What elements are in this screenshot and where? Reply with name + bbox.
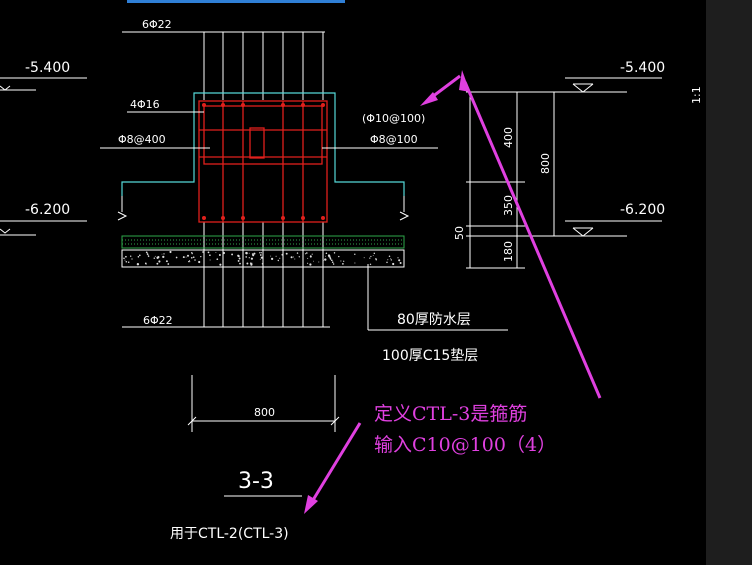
height-dimensions (466, 92, 555, 269)
section-caption: 用于CTL-2(CTL-3) (170, 526, 289, 542)
cushion-layer (121, 249, 405, 268)
top-rebar-label: 6Φ22 (142, 18, 172, 31)
side-rebar-label: 4Φ16 (130, 98, 160, 111)
dim-180: 180 (502, 241, 515, 262)
annotation-arrows (304, 70, 602, 514)
level-text: -6.200 (25, 202, 70, 218)
level-text: -5.400 (620, 60, 665, 76)
dim-400: 400 (502, 127, 515, 148)
level-mark-upper-left: -5.400 (0, 60, 87, 91)
dim-350: 350 (502, 195, 515, 216)
beam-outline (121, 92, 405, 196)
active-tab-indicator (127, 0, 345, 3)
stirrup-label: Φ8@100 (370, 133, 418, 146)
side-mark: 1:1 (690, 86, 703, 104)
rebar-cage (198, 100, 328, 223)
level-mark-lower-left: -6.200 (0, 202, 87, 236)
rebar-dots (202, 103, 325, 220)
level-mark-lower-right: -6.200 (466, 202, 665, 237)
annotation-line2: 输入C10@100（4） (374, 434, 556, 456)
level-text: -6.200 (620, 202, 665, 218)
side-panel (706, 0, 752, 565)
dim-50: 50 (453, 226, 466, 240)
waterproof-label: 80厚防水层 (397, 312, 471, 328)
width-dimension: 800 (187, 375, 340, 432)
tie-label: Φ8@400 (118, 133, 166, 146)
dim-800-total: 800 (539, 153, 552, 174)
cushion-label: 100厚C15垫层 (382, 348, 478, 364)
stirrup-alt-label: (Φ10@100) (362, 112, 425, 125)
level-mark-upper-right: -5.400 (466, 60, 665, 93)
width-dim-text: 800 (254, 406, 275, 419)
vertical-extension-lines (203, 32, 324, 327)
section-title: 3-3 (238, 469, 274, 494)
bottom-rebar-label: 6Φ22 (143, 314, 173, 327)
level-text: -5.400 (25, 60, 70, 76)
annotation-line1: 定义CTL-3是箍筋 (374, 403, 527, 425)
waterproof-layer (121, 235, 405, 249)
